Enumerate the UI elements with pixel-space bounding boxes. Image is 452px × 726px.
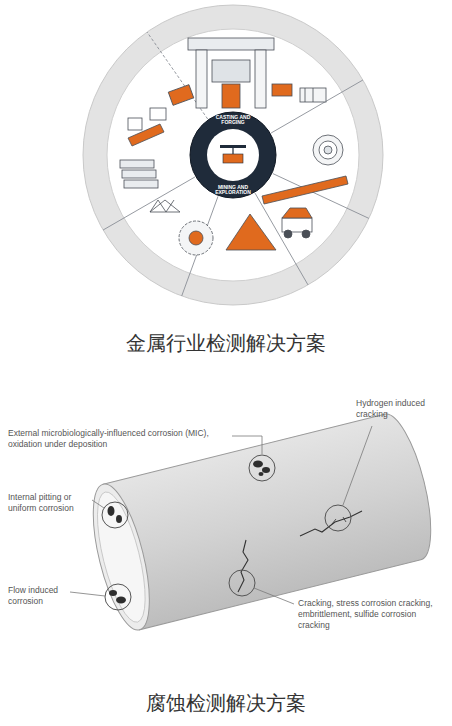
truck-wheel (284, 230, 292, 238)
machine-beam (188, 38, 274, 50)
tube (120, 160, 154, 168)
corrosion-spot (108, 506, 115, 516)
casting-machine-icon (150, 38, 292, 120)
callout-label: External microbiologically-influenced co… (8, 428, 223, 450)
crack-branch (332, 517, 346, 524)
coil (313, 135, 343, 165)
inner-disc (107, 29, 359, 281)
crane-cable (232, 148, 233, 154)
corrosion-spot (116, 515, 122, 523)
truck-wheel (302, 230, 310, 238)
leader-line (343, 426, 372, 505)
saw-hub (189, 231, 203, 245)
callout-circle (229, 570, 255, 596)
tube-icon (120, 118, 164, 188)
industry-wheel (83, 5, 383, 305)
machine-column (196, 50, 207, 108)
callout-circles (102, 455, 351, 610)
roller (272, 84, 292, 96)
crack (300, 511, 362, 536)
ladle (168, 85, 193, 106)
corrosion-spot (253, 461, 263, 468)
crate (128, 118, 142, 130)
caption: 金属行业检测解决方案 (0, 330, 452, 356)
callout-label: Internal pitting or uniform corrosion (8, 492, 92, 514)
coil-core (324, 146, 332, 154)
rolling-icon (300, 88, 343, 165)
callout-circle (102, 502, 128, 528)
crate (150, 108, 166, 120)
crack (238, 540, 248, 592)
sector-divider (103, 177, 195, 230)
sector-dividers (103, 32, 369, 296)
coil-ring (319, 141, 337, 159)
machine-column (255, 50, 266, 108)
callout-circle (105, 584, 131, 610)
truck-load (282, 208, 312, 218)
sector-divider (271, 80, 363, 133)
bar-line (305, 88, 306, 102)
crane-beam (220, 145, 246, 148)
machine-body (212, 60, 250, 82)
hub-circle: CASTING AND FORGING MINING AND EXPLORATIO… (189, 111, 277, 199)
tube (124, 180, 158, 188)
ore-pile (226, 214, 276, 250)
hub-ring (190, 112, 276, 198)
leader-line (92, 500, 104, 508)
outer-ring (83, 5, 383, 305)
long-pipe (262, 176, 348, 204)
pipe-bore (88, 488, 155, 627)
tube (122, 170, 156, 178)
leader-lines (70, 426, 372, 604)
leader-line (254, 588, 294, 604)
defects (238, 511, 362, 592)
leader-line (70, 592, 105, 596)
callout-circle (249, 455, 275, 481)
corrosion-spot (259, 472, 264, 476)
bar-stack (300, 88, 326, 102)
saw-wheel (179, 221, 213, 255)
bar-line (313, 88, 314, 102)
pipe-icon (262, 176, 348, 238)
callout-label: Cracking, stress corrosion cracking, emb… (298, 598, 448, 631)
caption: 腐蚀检测解决方案 (0, 690, 452, 716)
corrosion-spot (109, 590, 117, 596)
callout-label: Hydrogen induced cracking (356, 398, 430, 420)
machine-mould (222, 84, 240, 108)
hub-label: MINING AND EXPLORATION (213, 185, 253, 196)
truss (150, 200, 180, 212)
callout-circle (325, 505, 351, 531)
corrosion-spots (108, 461, 271, 604)
crane-load (223, 154, 243, 163)
callout-label: Flow induced corrosion (8, 585, 70, 607)
pipe-end (82, 479, 161, 635)
corrosion-spot (116, 597, 126, 604)
hub-label: CASTING AND FORGING (213, 115, 253, 126)
corrosion-spot (262, 467, 270, 473)
pipe-body (103, 409, 442, 630)
hub-center (207, 129, 259, 181)
mining-icon (150, 200, 213, 255)
leader-line (232, 436, 262, 454)
